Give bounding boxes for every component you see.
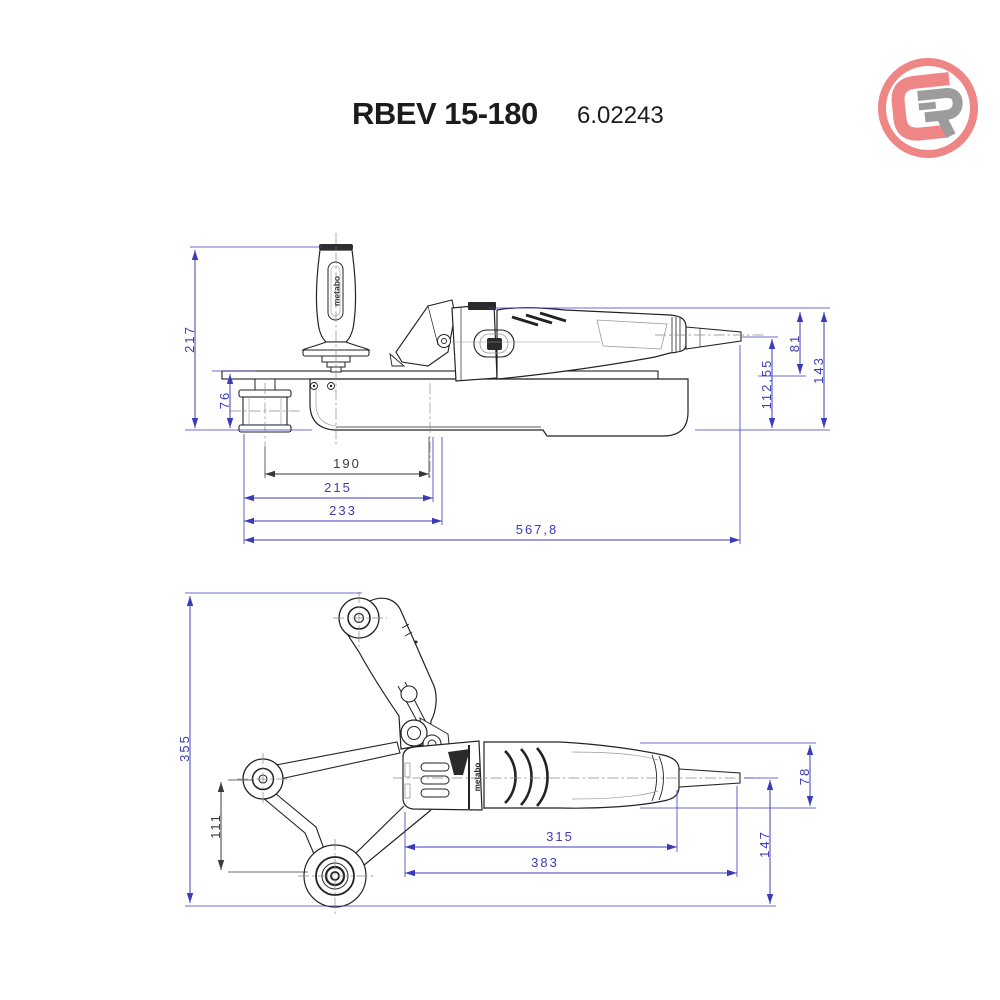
cr-logo [878, 58, 978, 158]
page-title: RBEV 15-180 [352, 96, 538, 131]
front-view-left-roller [237, 753, 291, 806]
dim-label-81: 81 [787, 334, 802, 352]
side-view-gear-head [389, 299, 498, 382]
dim-label-567-8: 567,8 [516, 522, 559, 537]
front-view-top-roller [333, 592, 387, 647]
dim-label-315: 315 [546, 829, 574, 844]
side-view-motor-body [452, 307, 742, 380]
dim-label-233: 233 [329, 503, 357, 518]
dim-label-76: 76 [217, 391, 232, 409]
front-view-dimensions: 355 111 315 383 147 78 [177, 592, 816, 907]
dim-label-111: 111 [208, 813, 223, 839]
dim-label-112-55: 112,55 [759, 359, 774, 410]
dim-label-215: 215 [324, 480, 352, 495]
front-view-bottom-roller [298, 839, 376, 917]
body-brand-label: metabo [473, 763, 482, 792]
side-view-dimensions: 217 76 190 215 233 567,8 112,5 [182, 246, 830, 544]
cr-logo-icon [878, 58, 978, 158]
dim-label-355: 355 [177, 734, 192, 762]
front-view-motor-body [393, 741, 762, 809]
dim-label-147: 147 [757, 830, 772, 858]
dim-label-383: 383 [531, 855, 559, 870]
dim-label-190: 190 [333, 456, 361, 471]
side-view-belt-housing [309, 378, 689, 437]
dim-label-78: 78 [797, 767, 812, 785]
front-view-belt-housing: metabo [402, 740, 485, 811]
dim-label-217: 217 [182, 325, 197, 353]
article-number: 6.02243 [577, 102, 664, 129]
dim-label-143: 143 [811, 356, 826, 384]
side-view-drawing: metabo [182, 233, 830, 544]
front-view-drawing: metabo 355 111 [177, 592, 816, 917]
handle-brand-label: metabo [332, 276, 342, 306]
